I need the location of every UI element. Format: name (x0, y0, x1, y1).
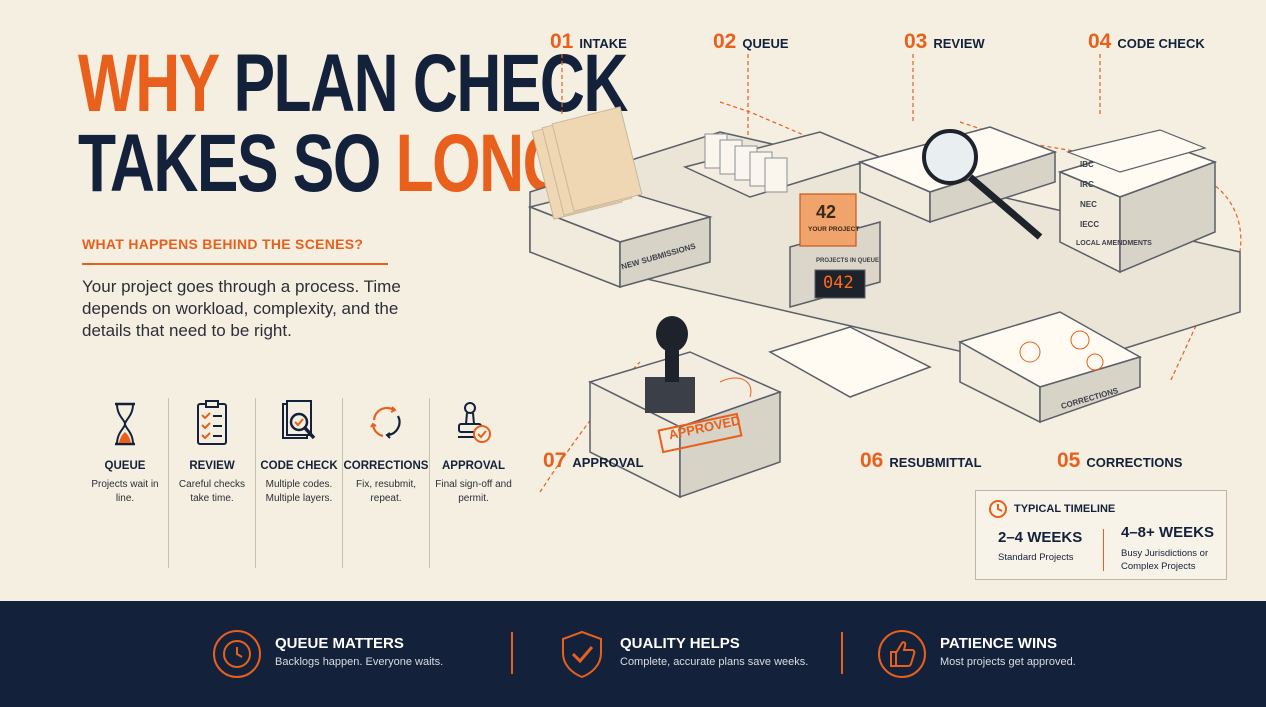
footer-divider (511, 632, 513, 674)
checklist-icon (197, 400, 227, 445)
typical-timeline: TYPICAL TIMELINE 2–4 WEEKS Standard Proj… (975, 490, 1227, 580)
subtitle: WHAT HAPPENS BEHIND THE SCENES? (82, 236, 364, 252)
card-queue: QUEUE Projects wait in line. (82, 398, 169, 568)
timeline-range-complex: 4–8+ WEEKS (1121, 524, 1214, 541)
magnifier-document-icon (282, 400, 316, 440)
card-code-check: CODE CHECK Multiple codes. Multiple laye… (256, 398, 343, 568)
hourglass-icon (115, 402, 135, 446)
footer-desc: Backlogs happen. Everyone waits. (275, 656, 444, 668)
description: Your project goes through a process. Tim… (82, 277, 401, 340)
footer-title: QUALITY HELPS (620, 635, 740, 652)
cycle-arrows-icon (370, 406, 401, 439)
timeline-caption-standard: Standard Projects (998, 552, 1074, 563)
queue-display-value: 042 (823, 273, 854, 293)
card-title: CORRECTIONS (343, 460, 429, 472)
process-cards: QUEUE Projects wait in line. REVIEW Care… (82, 398, 517, 568)
code-book-ibc: IBC (1080, 160, 1094, 169)
card-desc: Fix, resubmit, repeat. (355, 479, 416, 504)
card-corrections: CORRECTIONS Fix, resubmit, repeat. (343, 398, 430, 568)
clock-icon (989, 500, 1007, 518)
queue-display-label: PROJECTS IN QUEUE (816, 258, 880, 264)
card-title: CODE CHECK (260, 460, 338, 472)
project-tag: YOUR PROJECT (808, 226, 860, 233)
title-word-why: WHY (78, 38, 219, 129)
code-book-irc: IRC (1080, 180, 1094, 189)
card-desc: Careful checks take time. (178, 479, 246, 504)
card-title: APPROVAL (441, 460, 506, 472)
timeline-heading: TYPICAL TIMELINE (1014, 503, 1116, 515)
card-review: REVIEW Careful checks take time. (169, 398, 256, 568)
clock-icon (213, 630, 261, 678)
footer-title: PATIENCE WINS (940, 635, 1057, 652)
code-book-nec: NEC (1080, 200, 1097, 209)
subtitle-underline (82, 263, 388, 265)
card-title: REVIEW (189, 460, 235, 472)
timeline-divider (1103, 529, 1104, 571)
footer-desc: Complete, accurate plans save weeks. (620, 656, 809, 668)
card-desc: Multiple codes. Multiple layers. (265, 479, 333, 504)
card-title: QUEUE (104, 460, 146, 472)
thumbs-up-icon (878, 630, 926, 678)
card-desc: Final sign-off and permit. (435, 479, 512, 504)
card-desc: Projects wait in line. (91, 479, 159, 504)
code-book-iecc: IECC (1080, 220, 1100, 229)
timeline-caption-complex: Busy Jurisdictions or Complex Projects (1121, 548, 1209, 572)
card-approval: APPROVAL Final sign-off and permit. (430, 398, 517, 568)
footer-title: QUEUE MATTERS (275, 635, 404, 652)
shield-check-icon (562, 630, 602, 679)
project-number: 42 (816, 202, 837, 222)
footer-divider (841, 632, 843, 674)
stamp-check-icon (457, 402, 491, 443)
footer-desc: Most projects get approved. (940, 656, 1076, 668)
title-word-takes-so: TAKES SO (78, 118, 381, 209)
timeline-range-standard: 2–4 WEEKS (998, 529, 1083, 546)
code-book-local: LOCAL AMENDMENTS (1076, 240, 1152, 247)
footer-bar: QUEUE MATTERS Backlogs happen. Everyone … (0, 601, 1266, 707)
assembly-line-drawing (527, 54, 1242, 499)
